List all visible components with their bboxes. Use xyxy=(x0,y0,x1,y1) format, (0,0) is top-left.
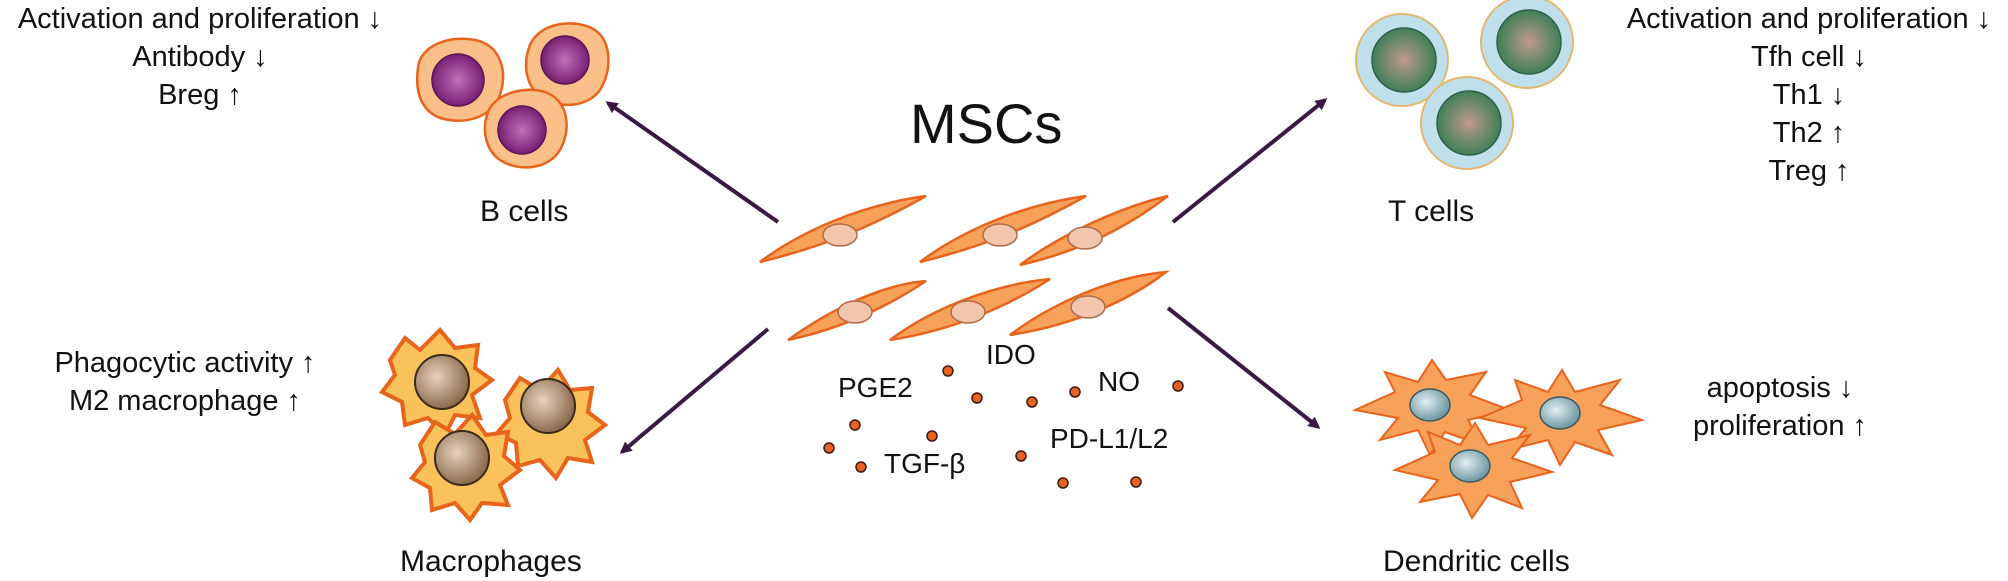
macrophage xyxy=(378,327,496,439)
factor-label: NO xyxy=(1098,366,1140,397)
t-cell xyxy=(1480,0,1574,89)
macrophages-effect: M2 macrophage ↑ xyxy=(68,385,302,417)
t-cell-group xyxy=(1355,0,1574,170)
t-cells-effects: Activation and proliferation ↓ Tfh cell … xyxy=(1610,0,2008,190)
dendritic-cells-effect: proliferation ↑ xyxy=(1692,410,1868,442)
macrophages-effects: Phagocytic activity ↑ M2 macrophage ↑ xyxy=(40,344,330,420)
t-cells-label: T cells xyxy=(1388,195,1475,228)
dendritic-cells-effects: apoptosis ↓ proliferation ↑ xyxy=(1680,369,1880,445)
factor-label: TGF-β xyxy=(884,448,966,479)
macrophages-label: Macrophages xyxy=(400,545,582,578)
dendritic-cells-label: Dendritic cells xyxy=(1383,545,1570,578)
macrophage-group xyxy=(378,327,609,524)
dendritic-cells-effect: apoptosis ↓ xyxy=(1706,372,1854,404)
b-cell xyxy=(416,37,505,122)
t-cell xyxy=(1355,13,1449,107)
dendritic-cell-group xyxy=(1351,358,1646,520)
b-cells-effect: Activation and proliferation ↓ xyxy=(17,3,383,35)
msc-cell xyxy=(919,194,1087,264)
factor-label: PD-L1/L2 xyxy=(1050,423,1169,454)
dendritic-cell xyxy=(1391,421,1556,520)
b-cell xyxy=(524,22,610,107)
macrophage xyxy=(493,366,609,482)
arrow-to-t-cells xyxy=(1171,98,1328,224)
msc-cell xyxy=(889,277,1051,342)
b-cell-group xyxy=(416,22,610,169)
t-cells-effect: Tfh cell ↓ xyxy=(1750,41,1868,73)
b-cell xyxy=(483,88,568,169)
b-cells-effect: Antibody ↓ xyxy=(132,41,268,73)
b-cells-effects: Activation and proliferation ↓ Antibody … xyxy=(0,0,400,114)
factor-label: IDO xyxy=(986,339,1036,370)
msc-cluster xyxy=(759,194,1171,342)
b-cells-label: B cells xyxy=(480,195,569,228)
msc-cell xyxy=(1019,194,1169,267)
t-cells-effect: Treg ↑ xyxy=(1768,155,1850,187)
msc-cell xyxy=(759,194,927,264)
t-cells-effect: Th2 ↑ xyxy=(1772,117,1846,149)
t-cell xyxy=(1420,76,1514,170)
t-cells-effect: Activation and proliferation ↓ xyxy=(1626,3,1992,35)
msc-cell xyxy=(787,279,927,342)
macrophages-effect: Phagocytic activity ↑ xyxy=(54,347,316,379)
arrow-to-b-cells xyxy=(605,101,780,224)
t-cells-effect: Th1 ↓ xyxy=(1772,79,1846,111)
macrophage xyxy=(408,411,524,524)
msc-cell xyxy=(1009,270,1171,337)
secreted-factor-dots xyxy=(823,365,1184,489)
factor-label: PGE2 xyxy=(838,372,913,403)
page-title: MSCs xyxy=(910,92,1063,155)
arrow-to-macrophages xyxy=(619,327,770,454)
arrow-to-dendritic-cells xyxy=(1166,306,1321,429)
b-cells-effect: Breg ↑ xyxy=(158,79,242,111)
